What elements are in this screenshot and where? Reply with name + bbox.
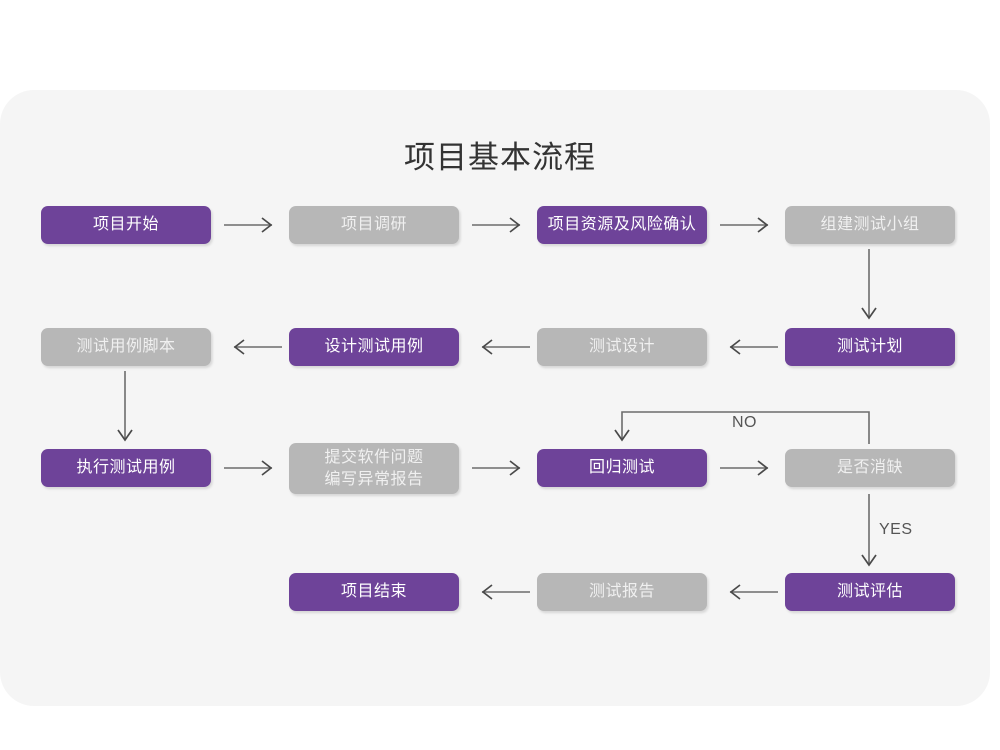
edge-label-no: NO — [732, 414, 757, 431]
node-build-test-team[interactable]: 组建测试小组 — [785, 206, 955, 244]
node-test-design[interactable]: 测试设计 — [537, 328, 707, 366]
node-test-plan[interactable]: 测试计划 — [785, 328, 955, 366]
node-design-test-case[interactable]: 设计测试用例 — [289, 328, 459, 366]
node-test-case-script[interactable]: 测试用例脚本 — [41, 328, 211, 366]
node-defect-cleared[interactable]: 是否消缺 — [785, 449, 955, 487]
node-test-report[interactable]: 测试报告 — [537, 573, 707, 611]
diagram-panel — [0, 90, 990, 706]
node-regression-test[interactable]: 回归测试 — [537, 449, 707, 487]
node-project-research[interactable]: 项目调研 — [289, 206, 459, 244]
node-project-end[interactable]: 项目结束 — [289, 573, 459, 611]
page-title: 项目基本流程 — [404, 140, 596, 175]
node-project-start[interactable]: 项目开始 — [41, 206, 211, 244]
node-execute-test-case[interactable]: 执行测试用例 — [41, 449, 211, 487]
node-submit-issue-report[interactable]: 提交软件问题 编写异常报告 — [289, 443, 459, 494]
node-test-evaluation[interactable]: 测试评估 — [785, 573, 955, 611]
edge-label-yes: YES — [879, 521, 913, 538]
node-resource-risk-confirm[interactable]: 项目资源及风险确认 — [537, 206, 707, 244]
